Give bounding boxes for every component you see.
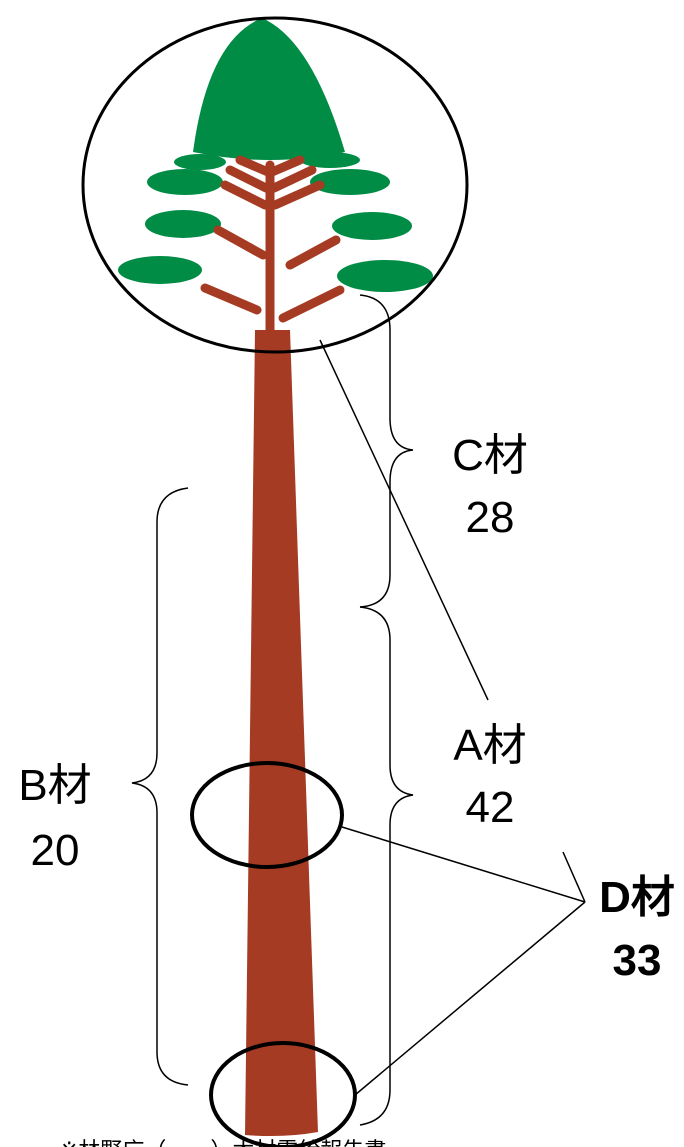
d-grade-value: 33 (613, 936, 662, 985)
a-grade-leader-line (320, 340, 488, 700)
d-grade-leader-line (563, 852, 585, 902)
c-grade-brace (360, 295, 413, 607)
foliage-cluster (332, 212, 412, 240)
b-grade-name: B材 (18, 761, 91, 810)
b-grade-brace (132, 488, 188, 1085)
foliage-cluster (337, 260, 433, 292)
a-grade-value: 42 (466, 783, 515, 832)
crown-top-foliage (193, 18, 345, 160)
c-grade-value: 28 (466, 493, 515, 542)
d-grade-leader-line (342, 827, 585, 902)
branch (283, 290, 340, 318)
branch (218, 230, 263, 255)
b-grade-value: 20 (31, 826, 80, 875)
tree-branches (205, 160, 340, 330)
tree-trunk (245, 330, 318, 1136)
branch (240, 160, 268, 172)
foliage-cluster (300, 152, 360, 168)
source-footnote: ※林野庁（ ）木材需給報告書 (60, 1138, 386, 1147)
foliage-cluster (174, 154, 226, 170)
branch (205, 288, 257, 310)
a-grade-brace (360, 607, 413, 1125)
tree-crown (118, 18, 433, 292)
c-grade-name: C材 (452, 431, 528, 480)
a-grade-name: A材 (453, 721, 526, 770)
d-grade-name: D材 (599, 873, 675, 922)
foliage-cluster (118, 256, 202, 284)
branch (272, 160, 300, 172)
foliage-cluster (147, 169, 223, 195)
foliage-cluster (145, 210, 221, 238)
branch (290, 240, 336, 265)
